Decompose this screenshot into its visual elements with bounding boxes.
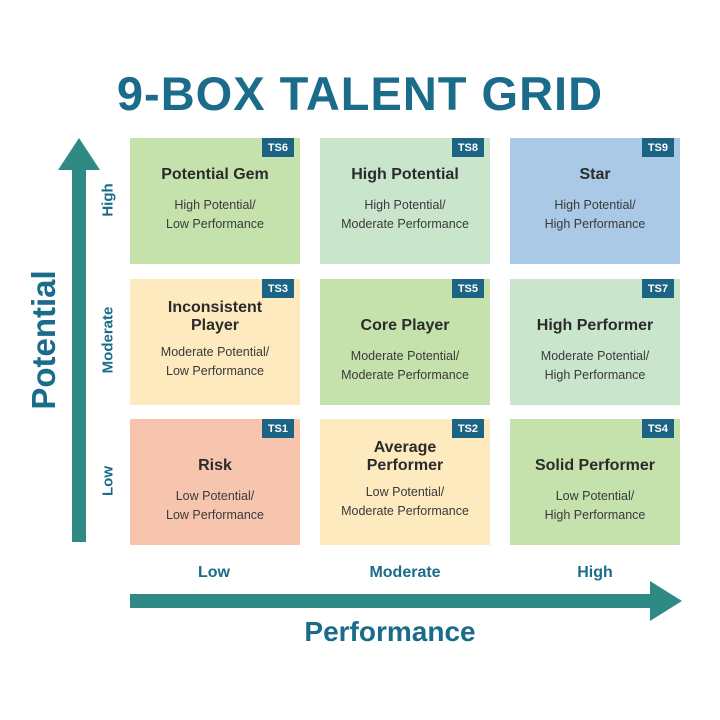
box-description: High Potential/ High Performance: [545, 196, 646, 234]
box-code-badge: TS7: [641, 279, 674, 298]
box-description-potential: Low Potential/: [555, 489, 635, 503]
box-description-performance: Low Performance: [166, 217, 264, 231]
box-code-badge: TS9: [641, 138, 674, 157]
box-description-performance: Low Performance: [166, 364, 264, 378]
performance-arrow: [130, 581, 682, 621]
box-description: Low Potential/ High Performance: [545, 487, 646, 525]
box-code-badge: TS6: [261, 138, 294, 157]
performance-level-low: Low: [198, 564, 230, 581]
potential-level-moderate: Moderate: [99, 306, 117, 374]
potential-arrow-head: [58, 138, 100, 170]
box-description: High Potential/ Moderate Performance: [341, 196, 469, 234]
box-description: High Potential/ Low Performance: [166, 196, 264, 234]
box-description-performance: Moderate Performance: [341, 368, 469, 382]
box-name: Potential Gem: [161, 166, 269, 183]
box-code-badge: TS2: [451, 419, 484, 438]
box-description-performance: Moderate Performance: [341, 217, 469, 231]
potential-axis-title: Potential: [25, 270, 62, 410]
box-name: Inconsistent Player: [167, 299, 263, 334]
performance-arrow-head: [650, 581, 682, 621]
box-description-performance: Low Performance: [166, 508, 264, 522]
box-code-badge: TS3: [261, 279, 294, 298]
box-solid-performer: TS4 Solid Performer Low Potential/ High …: [510, 419, 680, 545]
box-description-performance: High Performance: [544, 508, 646, 522]
box-description-potential: High Potential/: [364, 198, 446, 212]
box-star: TS9 Star High Potential/ High Performanc…: [510, 138, 680, 264]
box-description: Moderate Potential/ Low Performance: [161, 343, 269, 381]
box-description-performance: High Performance: [544, 368, 646, 382]
box-high-performer: TS7 High Performer Moderate Potential/ H…: [510, 279, 680, 405]
box-description: Low Potential/ Low Performance: [166, 487, 264, 525]
potential-level-high: High: [99, 183, 117, 217]
box-code-badge: TS8: [451, 138, 484, 157]
box-description-potential: Moderate Potential/: [540, 349, 650, 363]
box-name: Average Performer: [366, 439, 444, 474]
performance-axis-title: Performance: [304, 616, 476, 647]
box-name: Risk: [198, 457, 232, 474]
performance-level-moderate: Moderate: [369, 564, 441, 581]
box-name: High Potential: [351, 166, 459, 183]
performance-level-high: High: [577, 564, 613, 581]
box-name: High Performer: [536, 317, 654, 334]
box-core-player: TS5 Core Player Moderate Potential/ Mode…: [320, 279, 490, 405]
box-description: Low Potential/ Moderate Performance: [341, 483, 469, 521]
box-potential-gem: TS6 Potential Gem High Potential/ Low Pe…: [130, 138, 300, 264]
potential-level-low: Low: [99, 466, 117, 496]
box-description-potential: High Potential/: [554, 198, 636, 212]
box-name: Core Player: [360, 317, 450, 334]
box-high-potential: TS8 High Potential High Potential/ Moder…: [320, 138, 490, 264]
box-average-performer: TS2 Average Performer Low Potential/ Mod…: [320, 419, 490, 545]
box-code-badge: TS5: [451, 279, 484, 298]
box-description: Moderate Potential/ High Performance: [541, 347, 649, 385]
box-description: Moderate Potential/ Moderate Performance: [341, 347, 469, 385]
box-description-potential: High Potential/: [174, 198, 256, 212]
box-code-badge: TS4: [641, 419, 674, 438]
potential-arrow: [58, 138, 100, 542]
grid-title: 9-BOX TALENT GRID: [116, 67, 604, 120]
box-code-badge: TS1: [261, 419, 294, 438]
box-name: Solid Performer: [534, 457, 656, 474]
box-description-potential: Moderate Potential/: [350, 349, 460, 363]
performance-arrow-shaft: [130, 594, 652, 608]
box-description-performance: High Performance: [544, 217, 646, 231]
box-description-potential: Moderate Potential/: [160, 345, 270, 359]
box-inconsistent-player: TS3 Inconsistent Player Moderate Potenti…: [130, 279, 300, 405]
box-description-potential: Low Potential/: [175, 489, 255, 503]
potential-arrow-shaft: [72, 168, 86, 542]
box-risk: TS1 Risk Low Potential/ Low Performance: [130, 419, 300, 545]
box-description-potential: Low Potential/: [365, 485, 445, 499]
box-name: Star: [579, 166, 611, 183]
box-description-performance: Moderate Performance: [341, 504, 469, 518]
